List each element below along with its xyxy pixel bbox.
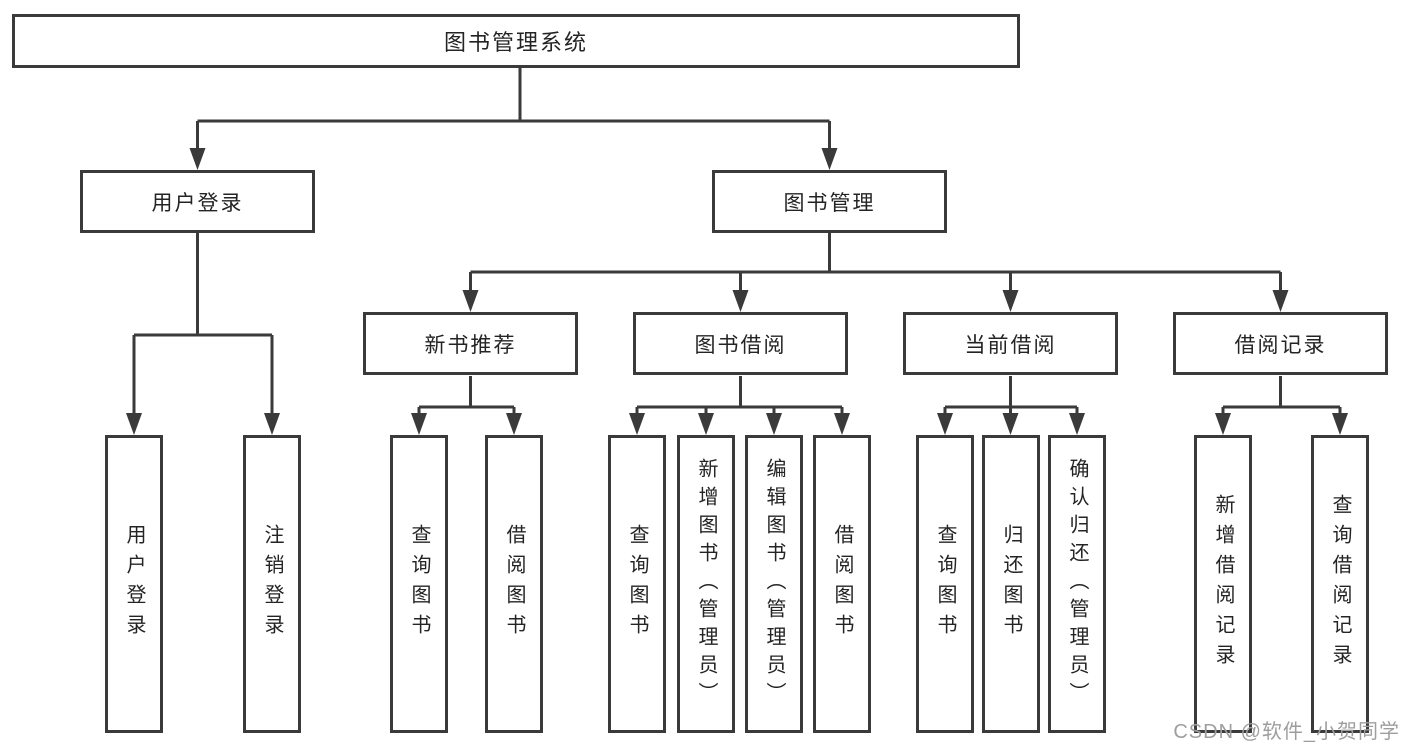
leaf-current-confirm-admin: 确认归还（管理员） <box>1048 435 1106 733</box>
leaf-current-return: 归还图书 <box>982 435 1040 733</box>
leaf-records-query: 查询借阅记录 <box>1311 435 1369 733</box>
node-book-management: 图书管理 <box>712 170 947 233</box>
watermark-text: CSDN @软件_小贺同学 <box>1173 721 1400 743</box>
node-root: 图书管理系统 <box>12 14 1020 68</box>
connector-bookmgmt-to-level3 <box>469 233 1282 292</box>
leaf-records-add: 新增借阅记录 <box>1194 435 1252 733</box>
leaf-borrow-borrow: 借阅图书 <box>813 435 871 733</box>
leaf-current-query: 查询图书 <box>916 435 974 733</box>
leaf-user-login: 用户登录 <box>105 435 163 733</box>
node-current-borrow: 当前借阅 <box>903 312 1118 375</box>
leaf-newbooks-query: 查询图书 <box>390 435 448 733</box>
leaf-logout: 注销登录 <box>243 435 301 733</box>
arrowheads-userlogin-children <box>126 413 280 435</box>
leaf-borrow-edit-admin: 编辑图书（管理员） <box>745 435 803 733</box>
arrowheads-level2 <box>189 148 838 170</box>
connector-newbooks-to-children <box>417 376 516 415</box>
connector-bookborrow-to-children <box>635 376 844 415</box>
arrowheads-level4 <box>411 413 1348 435</box>
node-user-login: 用户登录 <box>80 170 315 233</box>
node-new-book-recommend: 新书推荐 <box>363 312 578 375</box>
arrowheads-level3 <box>462 290 1289 312</box>
node-book-borrow: 图书借阅 <box>633 312 848 375</box>
connector-records-to-children <box>1221 376 1342 415</box>
connector-userlogin-to-children <box>132 233 274 415</box>
connector-currentborrow-to-children <box>943 376 1079 415</box>
connector-root-to-level2 <box>196 68 831 150</box>
leaf-borrow-add-admin: 新增图书（管理员） <box>677 435 735 733</box>
leaf-borrow-query: 查询图书 <box>608 435 666 733</box>
node-borrow-records: 借阅记录 <box>1173 312 1388 375</box>
leaf-newbooks-borrow: 借阅图书 <box>485 435 543 733</box>
